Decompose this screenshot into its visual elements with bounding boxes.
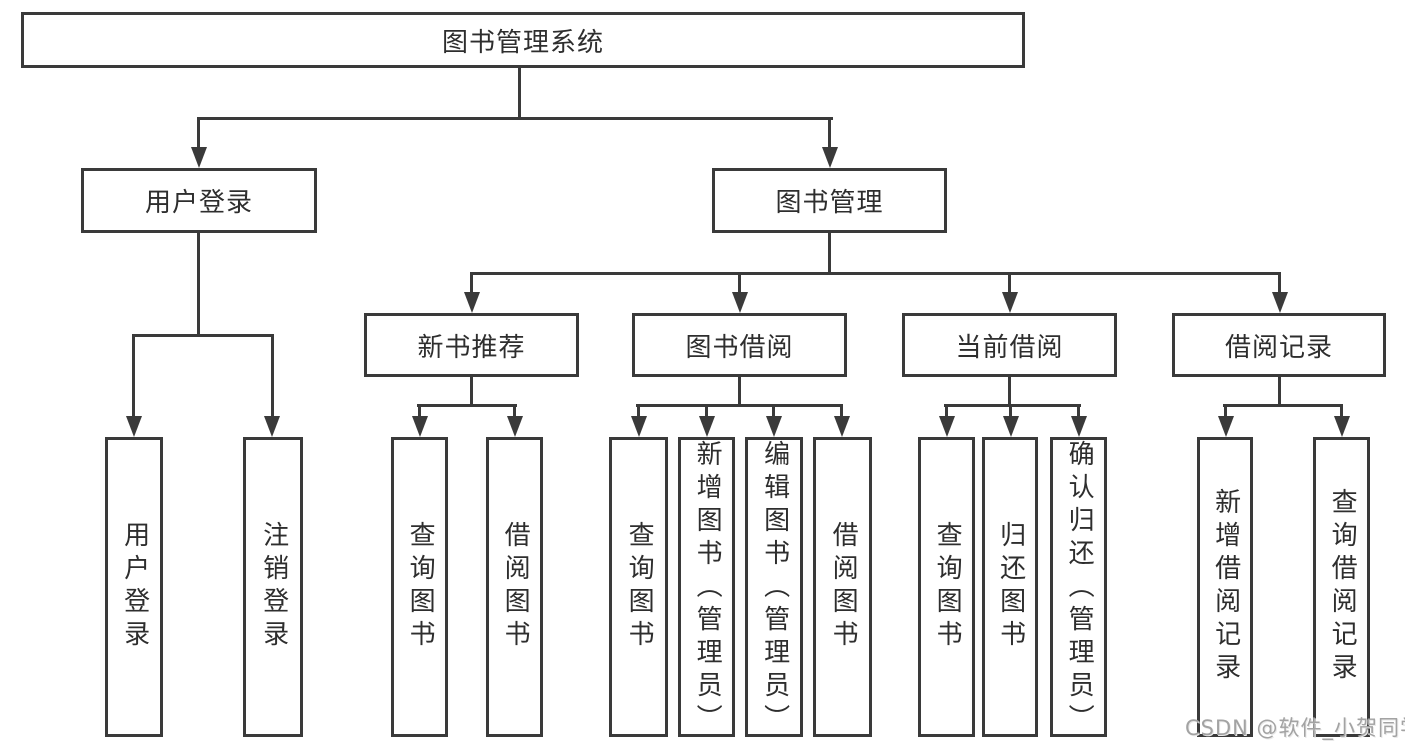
node-label: 编辑图书（管理员） [759,440,790,737]
leaf-logout: 注销登录 [243,437,303,737]
leaf-add-book-admin: 新增图书（管理员） [678,437,735,737]
node-root: 图书管理系统 [21,12,1025,68]
leaf-borrow-books: 借阅图书 [813,437,872,737]
node-label: 图书借阅 [685,332,794,363]
leaf-borrow-books: 借阅图书 [486,437,543,737]
connector-line [738,376,741,407]
node-label: 新增图书（管理员） [692,440,723,737]
arrow-down-icon [766,416,782,437]
connector-line [828,117,831,150]
arrow-down-icon [126,416,142,437]
node-label: 查询图书 [932,521,963,653]
arrow-down-icon [834,416,850,437]
connector-line [1008,376,1011,407]
leaf-edit-book-admin: 编辑图书（管理员） [745,437,803,737]
leaf-query-books: 查询图书 [609,437,668,737]
leaf-user-login: 用户登录 [105,437,163,737]
connector-line [271,334,274,418]
node-label: 确认归还（管理员） [1064,440,1095,737]
arrow-down-icon [264,416,280,437]
leaf-query-books: 查询图书 [391,437,448,737]
connector-line [1278,376,1281,407]
arrow-down-icon [412,416,428,437]
node-label: 注销登录 [258,521,289,653]
node-label: 图书管理 [775,188,884,218]
connector-line [1077,405,1080,418]
connector-line [132,334,274,337]
node-label: 借阅图书 [500,521,531,653]
connector-line [772,405,775,418]
connector-line [1224,405,1227,418]
leaf-add-borrow-record: 新增借阅记录 [1197,437,1253,737]
arrow-down-icon [939,416,955,437]
connector-line [197,232,200,337]
arrow-down-icon [822,147,838,168]
connector-line [1008,274,1011,294]
node-label: 用户登录 [119,521,150,653]
connector-line [513,405,516,418]
arrow-down-icon [631,416,647,437]
node-label: 新书推荐 [417,332,526,363]
watermark: CSDN @软件_小贺同学 [1185,716,1405,740]
node-label: 当前借阅 [955,332,1064,363]
connector-line [945,405,948,418]
node-label: 归还图书 [995,521,1026,653]
connector-line [132,334,135,418]
leaf-query-borrow-record: 查询借阅记录 [1313,437,1370,737]
connector-line [470,376,473,407]
arrow-down-icon [191,147,207,168]
connector-line [1278,274,1281,294]
arrow-down-icon [1071,416,1087,437]
node-label: 新增借阅记录 [1210,488,1241,686]
connector-line [470,274,473,294]
connector-line [418,405,421,418]
node-label: 借阅记录 [1224,332,1333,363]
node-current-borrow: 当前借阅 [902,313,1117,377]
arrow-down-icon [507,416,523,437]
connector-line [1223,404,1343,407]
arrow-down-icon [1002,292,1018,313]
connector-line [828,232,831,275]
connector-line [1340,405,1343,418]
connector-line [738,274,741,294]
connector-line [197,117,833,120]
connector-line [637,405,640,418]
node-label: 借阅图书 [828,521,859,653]
node-label: 用户登录 [144,188,253,218]
node-user-login: 用户登录 [81,168,317,233]
leaf-query-books: 查询图书 [918,437,975,737]
node-new-book-recommend: 新书推荐 [364,313,579,377]
connector-line [705,405,708,418]
arrow-down-icon [1272,292,1288,313]
arrow-down-icon [1003,416,1019,437]
connector-line [840,405,843,418]
arrow-down-icon [699,416,715,437]
arrow-down-icon [464,292,480,313]
node-book-management: 图书管理 [712,168,947,233]
node-book-borrow: 图书借阅 [632,313,847,377]
node-label: 查询借阅记录 [1327,488,1358,686]
arrow-down-icon [732,292,748,313]
arrow-down-icon [1218,416,1234,437]
leaf-confirm-return-admin: 确认归还（管理员） [1050,437,1107,737]
node-label: 查询图书 [405,521,436,653]
node-label: 图书管理系统 [441,27,604,58]
node-borrow-records: 借阅记录 [1172,313,1386,377]
connector-line [1009,405,1012,418]
connector-line [197,117,200,150]
connector-line [417,404,517,407]
connector-line [944,404,1081,407]
connector-line [470,272,1281,275]
leaf-return-book: 归还图书 [982,437,1038,737]
connector-line [518,66,521,120]
connector-line [636,404,843,407]
arrow-down-icon [1334,416,1350,437]
node-label: 查询图书 [624,521,655,653]
